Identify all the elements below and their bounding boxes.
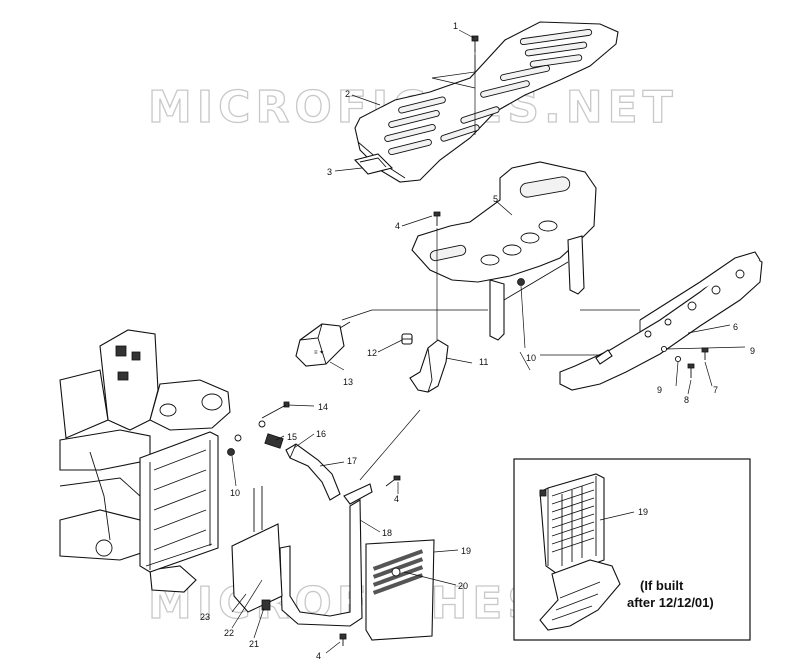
callout-1: 1 <box>453 21 458 31</box>
part-bumper-hardware <box>660 345 709 378</box>
callout-10-lower: 10 <box>230 488 240 498</box>
part-frame <box>59 329 231 593</box>
callout-23: 23 <box>200 612 210 622</box>
callout-9-right: 9 <box>750 346 755 356</box>
inset-box: 19 (If built after 12/12/01) <box>513 458 751 641</box>
callout-7: 7 <box>713 385 718 395</box>
callout-4-right: 4 <box>394 494 399 504</box>
part-bolt-bottom <box>339 633 347 646</box>
inset-callout-19: 19 <box>638 507 648 517</box>
inset-note-line2: after 12/12/01) <box>627 595 714 610</box>
callout-4-bottom: 4 <box>316 651 321 661</box>
part-tail-light: ≡ ✦ <box>295 321 351 367</box>
callout-14: 14 <box>318 402 328 412</box>
callout-15: 15 <box>287 432 297 442</box>
part-nut-lower <box>227 448 235 456</box>
part-rack-bracket <box>411 161 597 341</box>
callout-17: 17 <box>347 456 357 466</box>
callout-21: 21 <box>249 639 259 649</box>
callout-13: 13 <box>343 377 353 387</box>
part-side-panel <box>365 539 435 641</box>
part-rear-bumper <box>559 251 763 391</box>
callout-9-left: 9 <box>657 385 662 395</box>
part-bolt-14 <box>261 401 290 419</box>
svg-text:≡ ✦: ≡ ✦ <box>314 349 324 356</box>
callout-12: 12 <box>367 348 377 358</box>
part-lower-shield <box>231 486 283 613</box>
callout-numbers: 1 2 3 4 5 6 7 8 9 9 10 10 11 12 13 14 15… <box>200 21 755 661</box>
part-bolt-lower-right <box>385 475 401 487</box>
part-hose <box>285 443 341 501</box>
part-spacer <box>234 420 284 449</box>
part-tube <box>279 483 373 627</box>
part-bolt-top <box>471 35 479 52</box>
part-nut-upper <box>517 278 525 286</box>
callout-6: 6 <box>733 322 738 332</box>
part-bolt-upper <box>433 211 441 226</box>
callout-4-upper: 4 <box>395 221 400 231</box>
callout-2: 2 <box>345 89 350 99</box>
callout-20: 20 <box>458 581 468 591</box>
callout-18: 18 <box>382 528 392 538</box>
callout-22: 22 <box>224 628 234 638</box>
callout-16: 16 <box>316 429 326 439</box>
callout-8: 8 <box>684 395 689 405</box>
part-rear-rack <box>354 21 619 183</box>
callout-3: 3 <box>327 167 332 177</box>
part-light-bracket <box>409 339 449 393</box>
part-plate <box>353 153 394 175</box>
callout-19: 19 <box>461 546 471 556</box>
part-grommet <box>401 333 413 345</box>
inset-radiator-grid <box>551 481 595 566</box>
callout-5: 5 <box>493 194 498 204</box>
callout-11: 11 <box>479 357 488 367</box>
leader-lines <box>231 29 746 654</box>
inset-note-line1: (If built <box>640 578 684 593</box>
part-radiator <box>139 431 219 573</box>
callout-10-upper: 10 <box>526 353 536 363</box>
